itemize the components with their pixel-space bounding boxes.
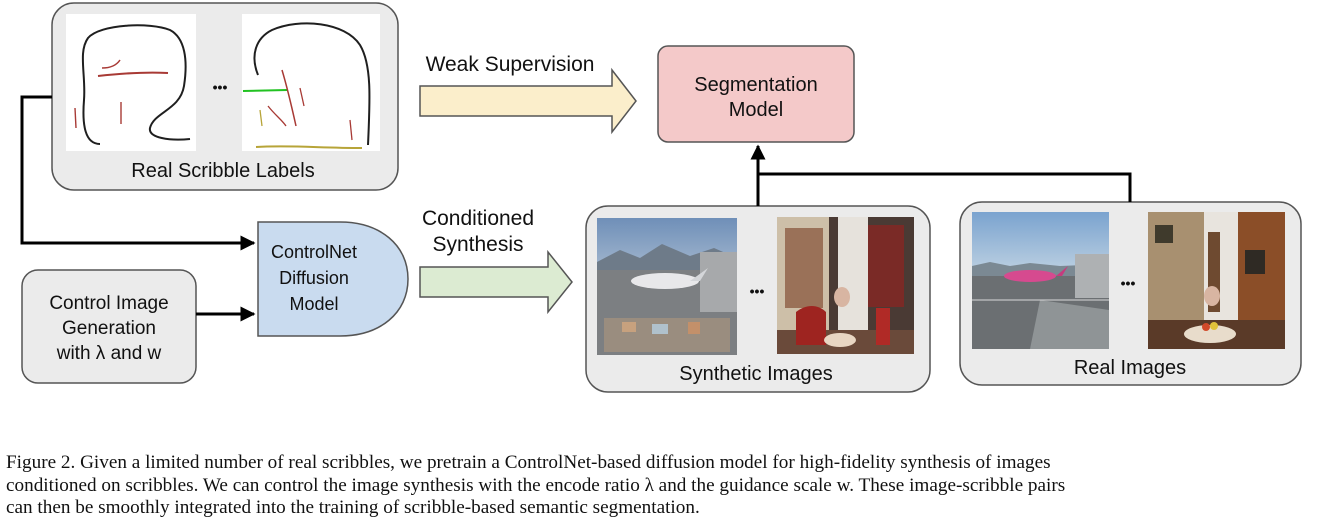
ellipsis-scribbles: ••• [213,79,228,95]
real-airport-image [972,212,1109,349]
synthetic-room-image [777,217,914,354]
synthetic-images-title: Synthetic Images [679,363,832,385]
scribble-to-controlnet-connector [20,95,256,251]
synthetic-airport-image [597,218,737,355]
real-images-title: Real Images [1074,357,1186,379]
segmentation-model-line1: Segmentation [694,74,817,96]
controlnet-line2: Diffusion [279,268,349,288]
segmentation-model-line2: Model [729,99,783,121]
weak-supervision-arrow [419,67,637,135]
caption-line-2: conditioned on scribbles. We can control… [6,474,1066,496]
conditioned-synthesis-line2: Synthesis [432,233,523,256]
real-scribble-labels-title: Real Scribble Labels [131,160,314,182]
ellipsis-synthetic: ••• [750,283,765,299]
segmentation-model-box [657,45,855,143]
scribble-image-2 [242,14,380,151]
weak-supervision-label: Weak Supervision [426,53,595,76]
controlnet-line3: Model [289,294,338,314]
caption-line-1: Figure 2. Given a limited number of real… [6,452,1051,473]
conditioned-synthesis-arrow [419,249,573,315]
controlnet-line1: ControlNet [271,242,357,262]
control-image-box [21,269,197,384]
real-room-image [1148,212,1285,349]
ellipsis-real: ••• [1121,275,1136,291]
figure-caption: Figure 2. Given a limited number of real… [6,452,1318,520]
controlnet-box [257,221,409,337]
control-image-line3: with λ and w [56,343,162,364]
control-image-line2: Generation [62,318,156,339]
conditioned-synthesis-line1: Conditioned [422,207,534,230]
control-image-line1: Control Image [49,293,168,314]
real-to-segmentation-connector [758,172,1132,202]
caption-line-3: can then be smoothly integrated into the… [6,497,700,519]
scribble-image-1 [66,14,196,151]
